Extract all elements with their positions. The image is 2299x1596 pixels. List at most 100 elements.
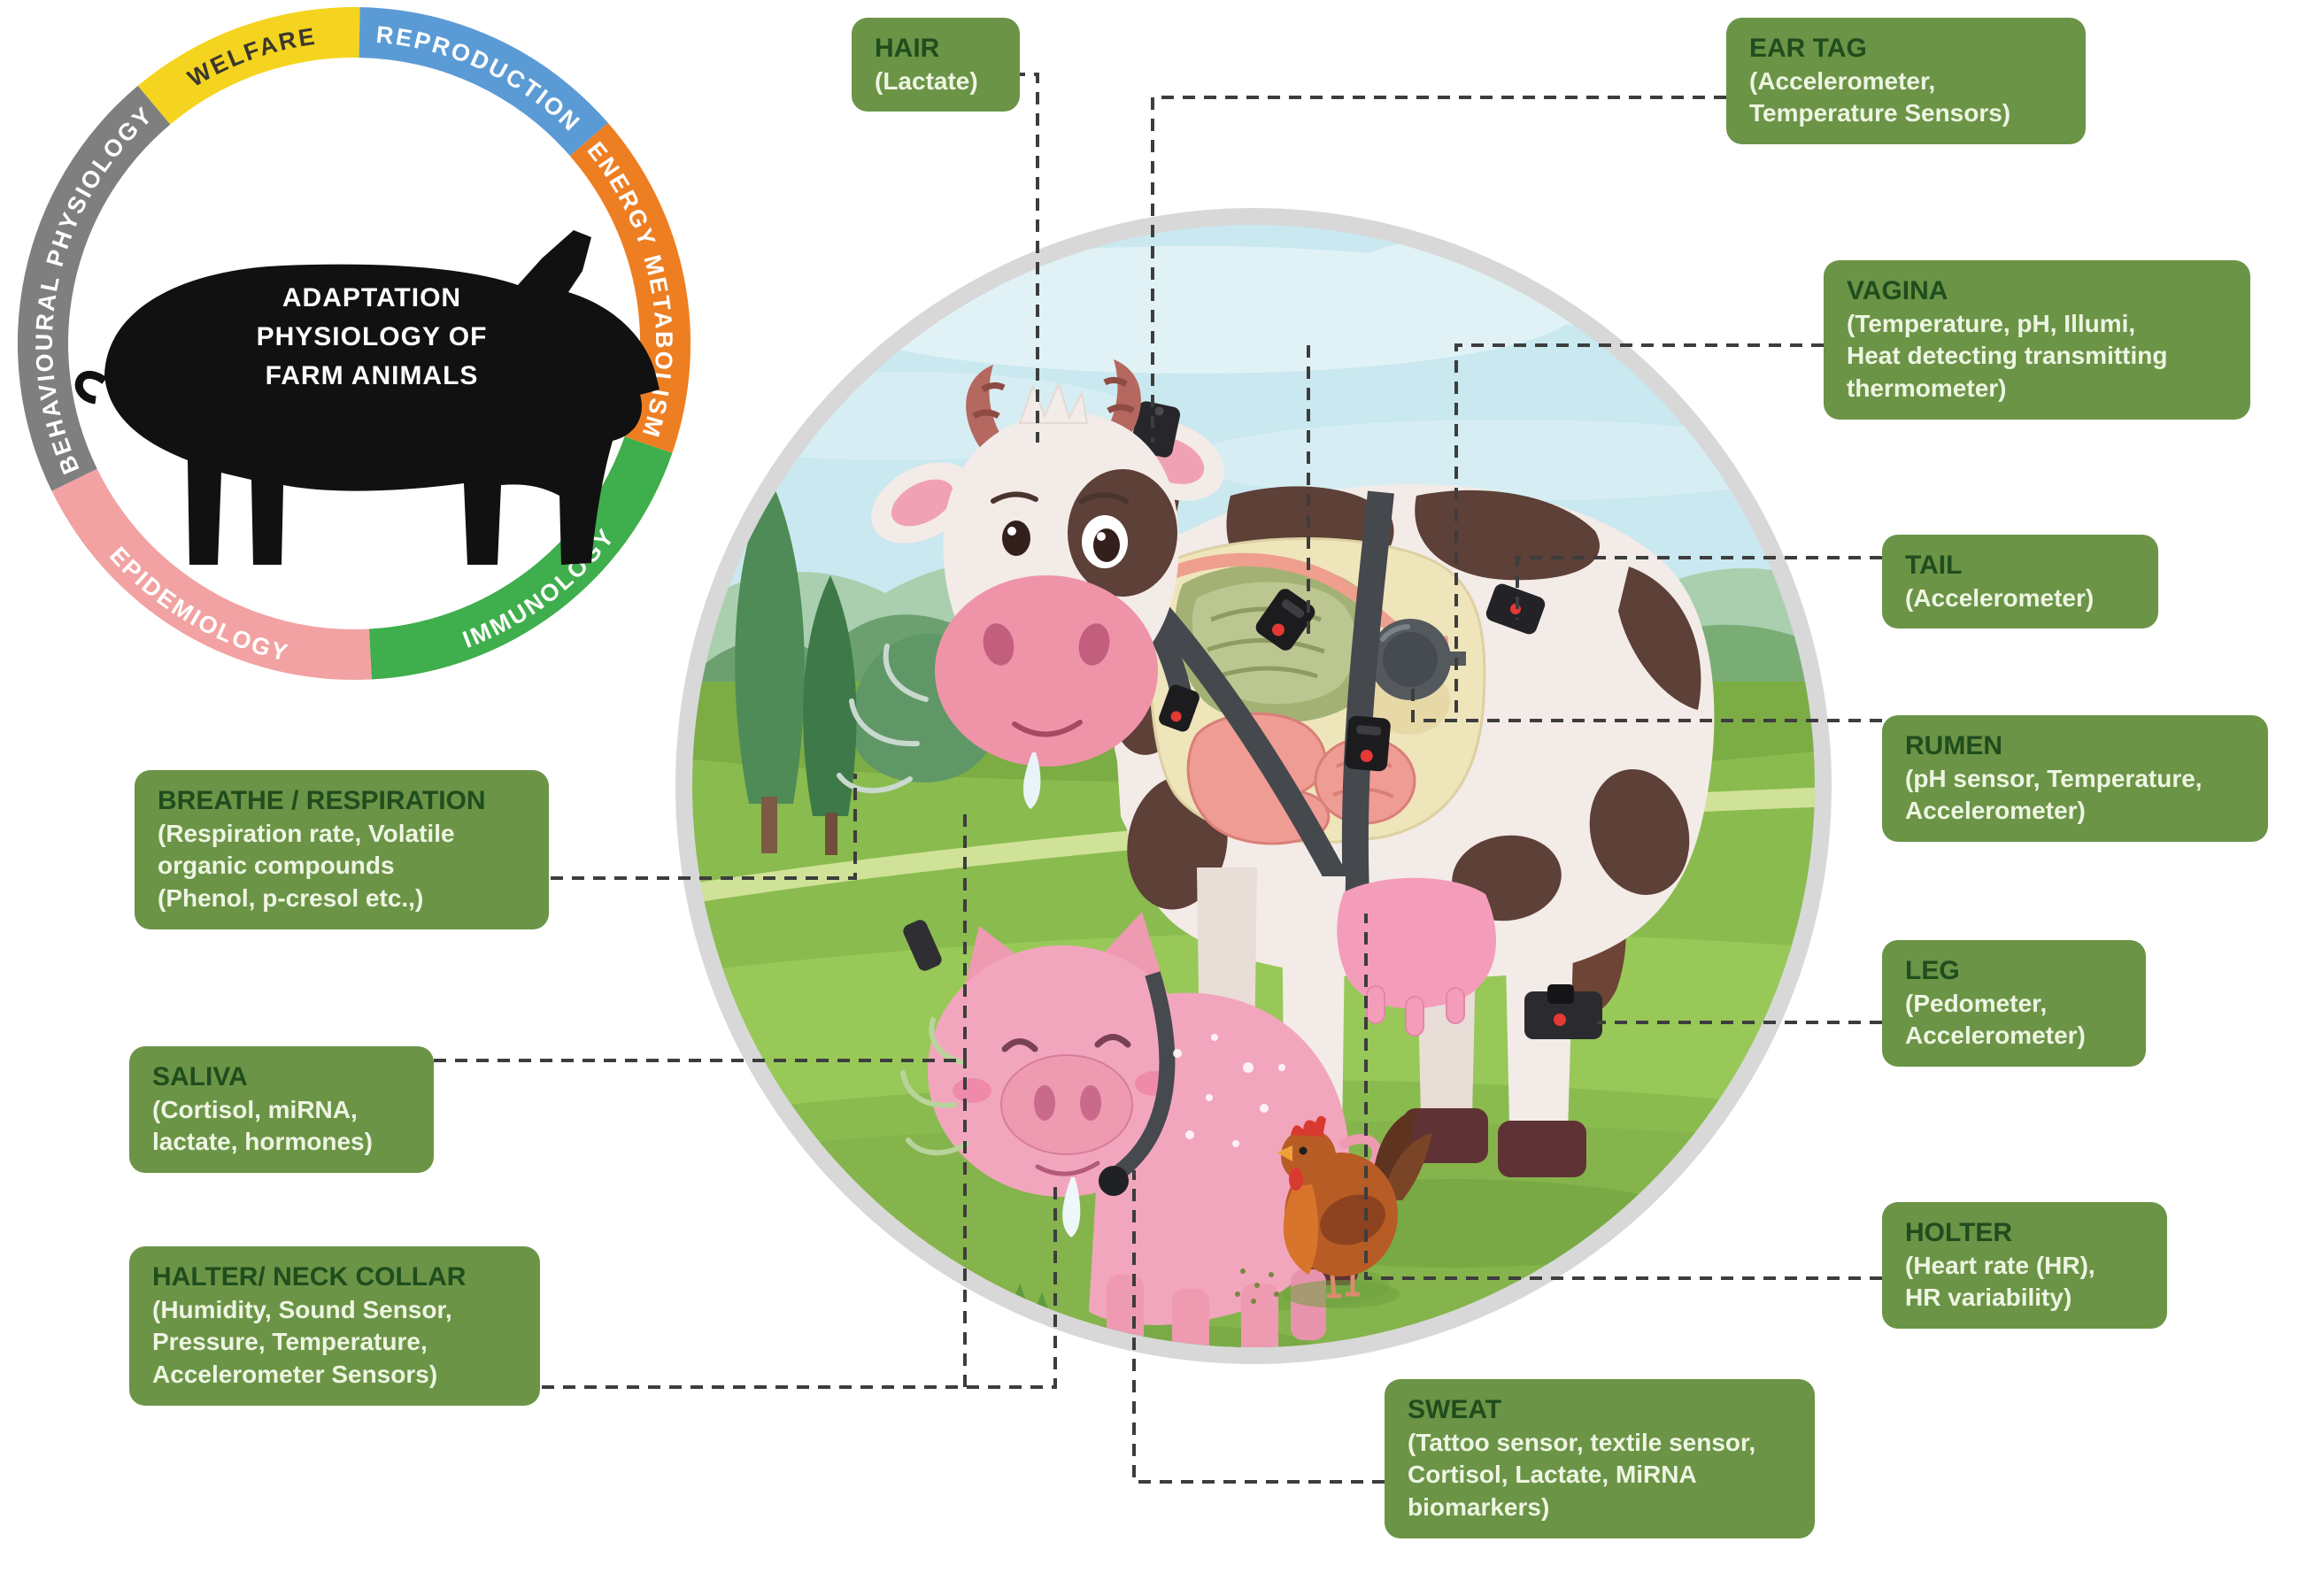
collar-buckle <box>1159 684 1200 732</box>
pig-drool-drop <box>1062 1177 1081 1237</box>
udder-teat <box>1405 996 1424 1037</box>
label-title: VAGINA <box>1847 276 1948 305</box>
connector-lines <box>434 73 1882 1484</box>
connector-tail <box>1516 556 1882 620</box>
cow-nostril <box>983 623 1014 666</box>
cow-breath-swirls <box>837 644 929 793</box>
pig-neck-collar <box>1112 971 1176 1181</box>
label-box-holter: HOLTER (Heart rate (HR), HR variability) <box>1882 1202 2167 1330</box>
label-box-saliva: SALIVA (Cortisol, miRNA, lactate, hormon… <box>129 1046 434 1174</box>
label-box-hair: HAIR (Lactate) <box>852 18 1020 112</box>
cow-eyebrow <box>1079 492 1129 504</box>
label-title: RUMEN <box>1905 731 2002 760</box>
cypress-tree <box>735 478 805 804</box>
cow-illustration <box>837 359 1715 1285</box>
cow-smile <box>1012 720 1083 737</box>
label-title: BREATHE / RESPIRATION <box>158 786 486 815</box>
label-detail: (pH sensor, Temperature, Accelerometer) <box>1905 764 2203 825</box>
label-title: HOLTER <box>1905 1218 2013 1247</box>
connector-halter <box>542 1179 1057 1389</box>
label-title: HALTER/ NECK COLLAR <box>152 1262 467 1291</box>
label-box-leg: LEG (Pedometer, Accelerometer) <box>1882 940 2146 1068</box>
harness-girth-strap <box>1341 490 1394 951</box>
cow-hoof <box>1498 1121 1586 1177</box>
feed-specks <box>1235 1268 1279 1304</box>
label-box-halter: HALTER/ NECK COLLAR (Humidity, Sound Sen… <box>129 1246 540 1407</box>
ring-segment-welfare <box>137 7 360 125</box>
label-detail: (Pedometer, Accelerometer) <box>1905 989 2086 1050</box>
pig-illustration <box>900 912 1382 1347</box>
pig-nostril <box>1034 1085 1055 1121</box>
label-detail: (Humidity, Sound Sensor, Pressure, Tempe… <box>152 1295 452 1389</box>
tree-trunk <box>761 797 777 853</box>
cow-patch <box>1589 769 1690 895</box>
label-detail: (Tattoo sensor, textile sensor, Cortisol… <box>1408 1428 1756 1522</box>
label-box-rumen: RUMEN (pH sensor, Temperature, Accelerom… <box>1882 715 2268 843</box>
bolus-highlight <box>1380 624 1410 642</box>
ring-segment-reproduction <box>359 7 608 157</box>
cow-eyebrow <box>991 491 1038 504</box>
label-detail: (Cortisol, miRNA, lactate, hormones) <box>152 1095 373 1156</box>
chicken-wattle <box>1289 1168 1303 1191</box>
cow-muzzle <box>935 575 1158 767</box>
label-title: SALIVA <box>152 1062 248 1091</box>
label-box-breathe: BREATHE / RESPIRATION (Respiration rate,… <box>135 770 549 930</box>
horn-stripes <box>972 382 1006 420</box>
cow-drool-drop <box>1022 752 1041 809</box>
eye-glint <box>1007 527 1016 536</box>
tree-trunk <box>825 813 837 855</box>
connector-holter <box>1364 914 1882 1280</box>
pig-speckles <box>1173 1034 1294 1149</box>
cow-eye <box>1093 528 1120 562</box>
chicken-tail-feathers <box>1381 1133 1432 1200</box>
udder-teat <box>1446 987 1465 1024</box>
cow-eye <box>1002 520 1030 556</box>
scene-contents <box>692 225 1815 1347</box>
cow-rear-leg-near <box>1505 921 1574 1164</box>
chicken-beak <box>1277 1145 1292 1161</box>
label-box-tail: TAIL (Accelerometer) <box>1882 535 2158 629</box>
pig-snout <box>1000 1054 1133 1155</box>
label-title: TAIL <box>1905 551 1963 580</box>
label-title: EAR TAG <box>1749 34 1867 63</box>
harness-buckle <box>1345 715 1391 772</box>
label-box-ear-tag: EAR TAG (Accelerometer, Temperature Sens… <box>1726 18 2086 145</box>
ring-center-title-line2: PHYSIOLOGY OF <box>257 322 488 351</box>
pig-smile <box>1035 1160 1100 1176</box>
connector-sweat <box>1132 1170 1385 1484</box>
chicken-comb <box>1291 1115 1326 1137</box>
cypress-tree <box>803 575 857 816</box>
pig-nostril <box>1080 1085 1101 1121</box>
label-detail: (Respiration rate, Volatile organic comp… <box>158 819 455 913</box>
pig-leg <box>1241 1284 1278 1347</box>
cow-nostril <box>1078 623 1110 666</box>
pig-closed-eyes <box>1001 1034 1131 1052</box>
leg-band-sensor <box>1524 984 1602 1039</box>
chicken-illustration <box>1235 1108 1432 1304</box>
chicken-breast <box>1283 1184 1319 1275</box>
connector-vagina <box>1454 343 1824 713</box>
label-detail: (Heart rate (HR), HR variability) <box>1905 1251 2095 1312</box>
pig-collar-sensor <box>1099 1166 1129 1196</box>
label-title: LEG <box>1905 956 1960 985</box>
label-detail: (Lactate) <box>875 66 978 95</box>
cow-udder <box>1337 877 1497 1009</box>
label-detail: (Accelerometer) <box>1905 583 2095 612</box>
ring-segment-epidemiology <box>51 468 372 681</box>
ring-diagram: WELFARE REPRODUCTION ENERGY METABOLISM I… <box>17 7 691 681</box>
cloud-band <box>1186 420 1815 501</box>
rumen-bolus-core <box>1383 632 1438 687</box>
label-title: HAIR <box>875 34 940 63</box>
pig-blush <box>953 1078 991 1103</box>
farm-scene <box>675 208 1832 1364</box>
connector-ear-tag <box>1151 96 1726 443</box>
chicken-wing <box>1320 1194 1385 1245</box>
harness-buckle <box>1255 589 1315 651</box>
eye-glint <box>1097 532 1106 541</box>
ring-segment-behavioural-physiology <box>17 85 171 491</box>
connector-rumen <box>1411 685 1882 722</box>
cow-patch <box>1618 567 1701 710</box>
connector-hair <box>1013 73 1039 443</box>
ring-segment-energy-metabolism <box>569 122 691 453</box>
